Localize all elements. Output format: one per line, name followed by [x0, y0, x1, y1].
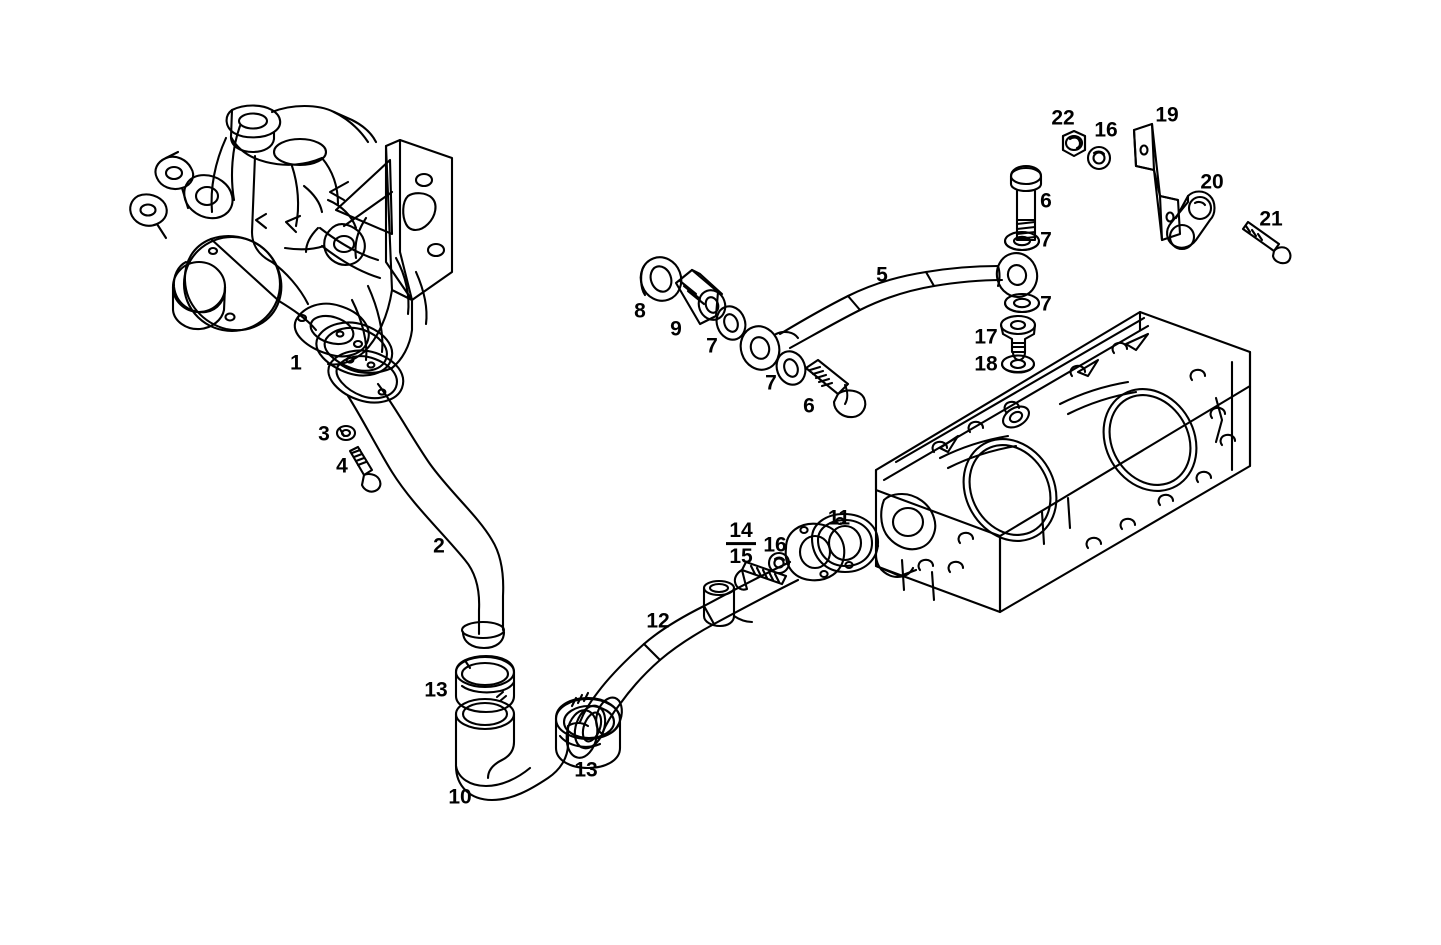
callout-3: 3: [318, 422, 330, 446]
banjo-bolt-6-upper: [1009, 164, 1043, 242]
callout-21: 21: [1259, 207, 1283, 231]
callout-16-lower: 16: [763, 533, 787, 557]
callout-7-c: 7: [706, 334, 718, 358]
callout-14-15: 14 15: [726, 520, 756, 568]
callout-19: 19: [1155, 103, 1179, 127]
oil-line-5: [778, 252, 1039, 350]
sealing-ring-7c: [1003, 230, 1041, 252]
bracket-19: [1132, 122, 1182, 242]
callout-16-upper: 16: [1094, 118, 1118, 142]
callout-15: 15: [729, 545, 753, 569]
clamp-eye-20: [1166, 190, 1216, 251]
coolant-pipe-2: [327, 349, 506, 650]
hose-clamp-13b: [554, 691, 622, 770]
callout-1: 1: [290, 351, 302, 375]
banjo-eye-left: [739, 325, 800, 371]
callout-8: 8: [634, 299, 646, 323]
callout-20: 20: [1200, 170, 1224, 194]
sealing-ring-8: [639, 256, 683, 302]
water-pump-housing: [129, 104, 454, 374]
sealing-washer-18: [1000, 354, 1036, 374]
callout-10: 10: [448, 785, 472, 809]
fraction-bar: [726, 542, 756, 546]
sealing-ring-7d: [1003, 292, 1041, 314]
washer-16-lower: [767, 551, 791, 575]
callout-2: 2: [433, 534, 445, 558]
callout-6-lower: 6: [803, 394, 815, 418]
gasket-11: [810, 512, 880, 574]
callout-12: 12: [646, 609, 670, 633]
cylinder-head-cover: [874, 310, 1252, 614]
washer-16-upper: [1086, 145, 1112, 171]
callout-9: 9: [670, 317, 682, 341]
callout-17: 17: [974, 325, 998, 349]
callout-14: 14: [729, 519, 753, 543]
callout-11: 11: [827, 506, 851, 530]
callout-5: 5: [876, 263, 888, 287]
callout-22: 22: [1051, 106, 1075, 130]
callout-18: 18: [974, 352, 998, 376]
banjo-bolt-6-lower: [804, 358, 867, 419]
callout-6-upper: 6: [1040, 189, 1052, 213]
sealing-ring-7b: [775, 350, 807, 386]
hex-nut-22: [1061, 129, 1087, 158]
bolt-21: [1241, 220, 1292, 265]
pipe-end-ring: [595, 696, 623, 736]
callout-13-a: 13: [424, 678, 448, 702]
hose-elbow-10: [454, 697, 599, 802]
pipe-flange-12: [784, 522, 846, 582]
callout-4: 4: [336, 454, 348, 478]
callout-7-b: 7: [1040, 292, 1052, 316]
bolt-14-washer-15: [733, 560, 788, 591]
washer-3: [335, 424, 357, 442]
hose-clamp-13a: [454, 654, 516, 714]
sealing-ring-7a: [715, 305, 747, 341]
callout-7-a: 7: [1040, 228, 1052, 252]
bolt-4: [348, 445, 382, 493]
callout-13-b: 13: [574, 758, 598, 782]
callout-7-d: 7: [765, 371, 777, 395]
